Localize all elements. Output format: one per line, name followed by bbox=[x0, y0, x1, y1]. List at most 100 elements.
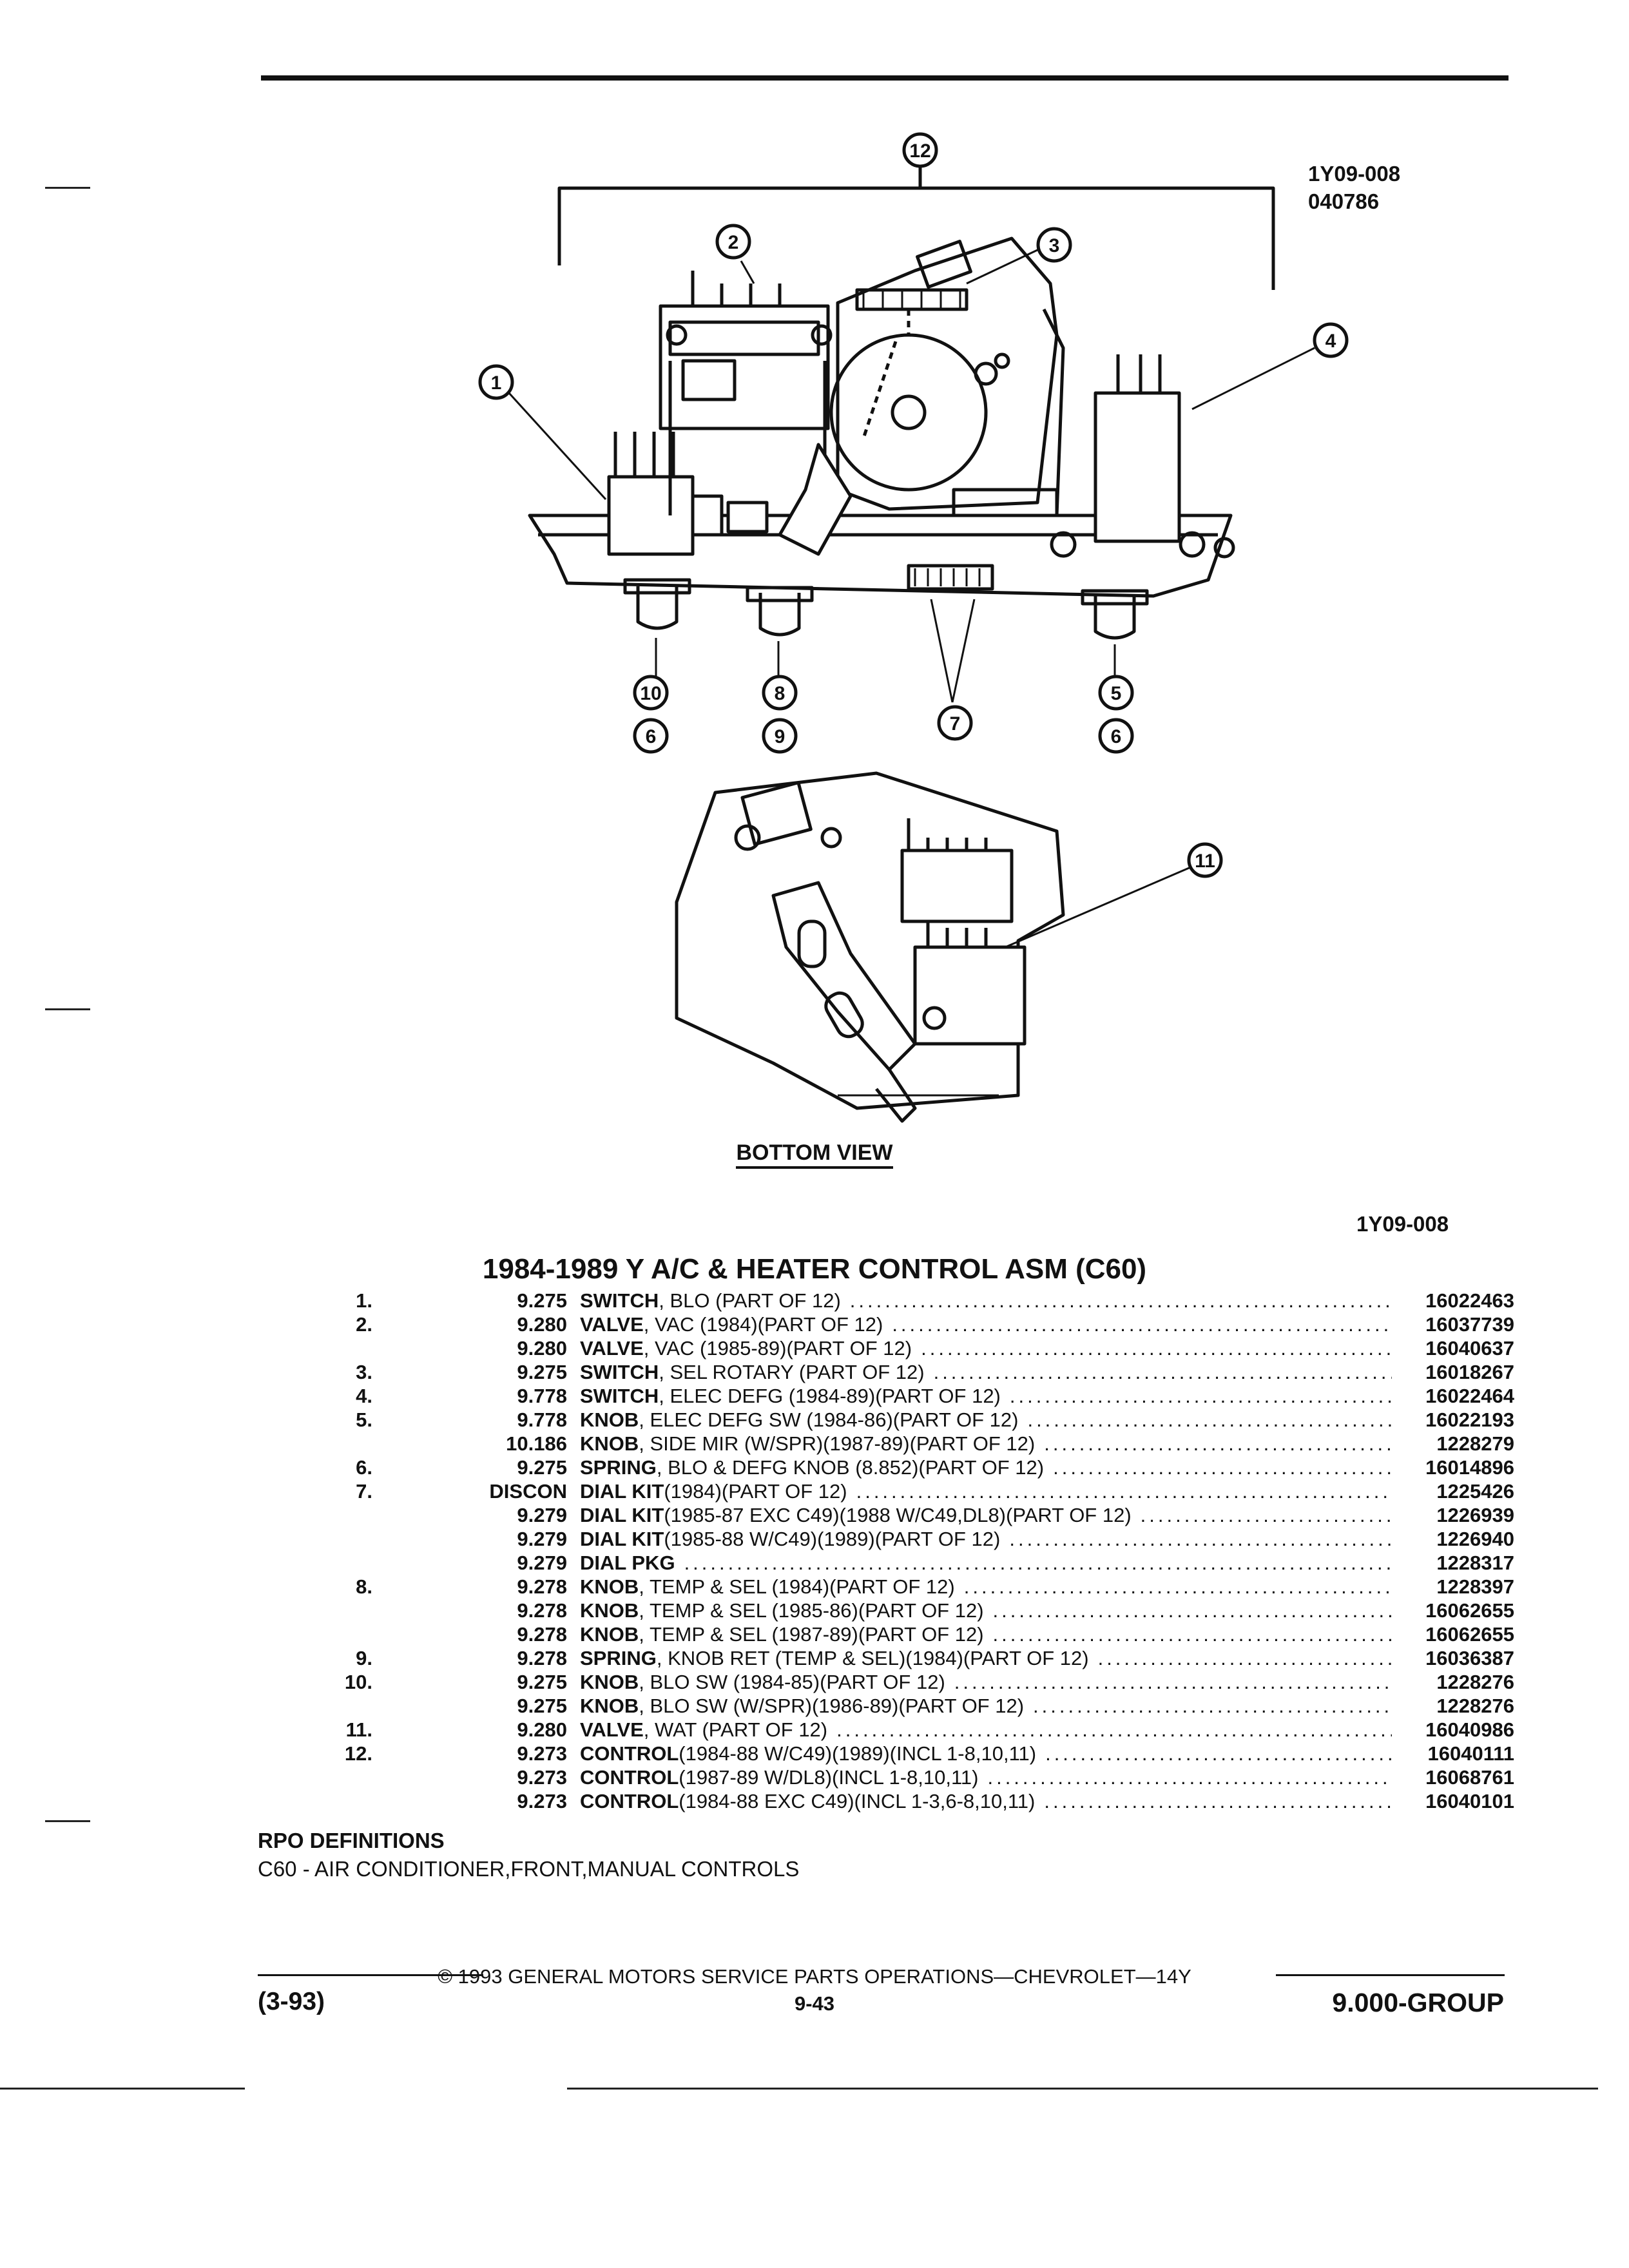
part-name: KNOB bbox=[580, 1408, 639, 1431]
part-row: 9.278 KNOB, TEMP & SEL (1985-86)(PART OF … bbox=[258, 1599, 1514, 1622]
callout-8: 8 bbox=[775, 683, 786, 704]
part-number: 16062655 bbox=[1425, 1623, 1514, 1646]
dot-leader bbox=[1018, 1408, 1392, 1432]
callout-2: 2 bbox=[728, 232, 739, 253]
part-description: KNOB, TEMP & SEL (1987-89)(PART OF 12) bbox=[580, 1622, 1392, 1646]
part-description: CONTROL (1987-89 W/DL8)(INCL 1-8,10,11) bbox=[580, 1765, 1392, 1789]
part-detail: (1984-88 W/C49)(1989)(INCL 1-8,10,11) bbox=[679, 1742, 1037, 1765]
rpo-title: RPO DEFINITIONS bbox=[258, 1829, 445, 1852]
part-description: VALVE, VAC (1985-89)(PART OF 12) bbox=[580, 1336, 1392, 1360]
part-group-number: 9.278 bbox=[517, 1599, 567, 1622]
footer-rule-left bbox=[258, 1974, 483, 1976]
part-number: 1228317 bbox=[1436, 1552, 1514, 1574]
part-name: SPRING bbox=[580, 1647, 657, 1669]
callout-9: 9 bbox=[775, 726, 786, 747]
part-group-number: 9.273 bbox=[517, 1790, 567, 1812]
part-name: KNOB bbox=[580, 1575, 639, 1598]
part-detail: , BLO & DEFG KNOB (8.852)(PART OF 12) bbox=[656, 1456, 1045, 1479]
part-name: SWITCH bbox=[580, 1361, 659, 1383]
margin-mark bbox=[45, 187, 90, 189]
part-group-number: 9.280 bbox=[517, 1718, 567, 1741]
part-name: KNOB bbox=[580, 1671, 639, 1693]
callout-1: 1 bbox=[491, 372, 502, 394]
part-detail: , SEL ROTARY (PART OF 12) bbox=[659, 1361, 925, 1383]
part-name: KNOB bbox=[580, 1432, 639, 1455]
part-number: 1226940 bbox=[1436, 1528, 1514, 1550]
part-item-number: 1. bbox=[356, 1289, 372, 1312]
part-group-number: 10.186 bbox=[506, 1432, 567, 1455]
part-name: KNOB bbox=[580, 1695, 639, 1717]
part-detail: (1984)(PART OF 12) bbox=[664, 1480, 847, 1503]
part-item-number: 11. bbox=[345, 1718, 372, 1741]
part-detail: , SIDE MIR (W/SPR)(1987-89)(PART OF 12) bbox=[639, 1432, 1036, 1455]
part-detail: , VAC (1985-89)(PART OF 12) bbox=[643, 1337, 912, 1360]
page-title: 1984-1989 Y A/C & HEATER CONTROL ASM (C6… bbox=[482, 1253, 1147, 1285]
part-group-number: 9.778 bbox=[517, 1408, 567, 1431]
margin-mark bbox=[45, 1008, 90, 1010]
part-description: SPRING, KNOB RET (TEMP & SEL)(1984)(PART… bbox=[580, 1646, 1392, 1670]
footer-date: (3-93) bbox=[258, 1988, 325, 2015]
part-detail: , BLO SW (W/SPR)(1986-89)(PART OF 12) bbox=[639, 1695, 1025, 1717]
part-item-number: 4. bbox=[356, 1385, 372, 1407]
part-description: DIAL KIT (1985-87 EXC C49)(1988 W/C49,DL… bbox=[580, 1503, 1392, 1527]
part-number: 16040111 bbox=[1427, 1742, 1514, 1765]
control-assembly-diagram: 12 2 3 4 1 10 6 8 9 7 5 6 11 bbox=[478, 132, 1349, 1123]
part-name: SPRING bbox=[580, 1456, 657, 1479]
part-item-number: 2. bbox=[356, 1313, 372, 1336]
part-number: 1228276 bbox=[1436, 1695, 1514, 1717]
part-number: 16036387 bbox=[1425, 1647, 1514, 1669]
part-number: 16018267 bbox=[1425, 1361, 1514, 1383]
dot-leader bbox=[847, 1479, 1392, 1503]
bottom-view-label-wrap: BOTTOM VIEW bbox=[0, 1140, 1629, 1169]
part-row: 12. 9.273 CONTROL (1984-88 W/C49)(1989)(IN… bbox=[258, 1742, 1514, 1765]
part-number: 16040101 bbox=[1425, 1790, 1514, 1812]
dot-leader bbox=[1035, 1789, 1392, 1813]
footer-page-number: 9-43 bbox=[794, 1992, 835, 2015]
dot-leader bbox=[978, 1765, 1392, 1789]
dot-leader bbox=[1001, 1384, 1392, 1408]
part-group-number: 9.273 bbox=[517, 1742, 567, 1765]
part-description: DIAL KIT (1985-88 W/C49)(1989)(PART OF 1… bbox=[580, 1527, 1392, 1551]
part-number: 16022193 bbox=[1425, 1408, 1514, 1431]
scan-artifact-line bbox=[0, 2088, 245, 2090]
part-number: 16068761 bbox=[1425, 1766, 1514, 1789]
part-number: 1228279 bbox=[1436, 1432, 1514, 1455]
part-name: DIAL KIT bbox=[580, 1504, 664, 1526]
dot-leader bbox=[1089, 1646, 1392, 1670]
callout-5: 5 bbox=[1111, 683, 1122, 704]
part-item-number: 10. bbox=[344, 1671, 372, 1693]
part-name: DIAL KIT bbox=[580, 1480, 664, 1503]
part-description: SWITCH, ELEC DEFG (1984-89)(PART OF 12) bbox=[580, 1384, 1392, 1408]
dot-leader bbox=[675, 1551, 1392, 1575]
dot-leader bbox=[1035, 1432, 1392, 1456]
part-description: KNOB, TEMP & SEL (1985-86)(PART OF 12) bbox=[580, 1599, 1392, 1622]
part-name: SWITCH bbox=[580, 1289, 659, 1312]
figure-ref-date: 040786 bbox=[1308, 189, 1380, 213]
part-number: 1228276 bbox=[1436, 1671, 1514, 1693]
part-detail: (1984-88 EXC C49)(INCL 1-3,6-8,10,11) bbox=[679, 1790, 1036, 1812]
part-name: CONTROL bbox=[580, 1742, 679, 1765]
dot-leader bbox=[1024, 1694, 1392, 1718]
part-group-number: 9.275 bbox=[517, 1361, 567, 1383]
part-group-number: 9.280 bbox=[517, 1313, 567, 1336]
part-detail: , BLO SW (1984-85)(PART OF 12) bbox=[639, 1671, 945, 1693]
part-description: VALVE, WAT (PART OF 12) bbox=[580, 1718, 1392, 1742]
part-group-number: 9.275 bbox=[517, 1456, 567, 1479]
dot-leader bbox=[1132, 1503, 1392, 1527]
part-item-number: 12. bbox=[344, 1742, 372, 1765]
part-detail: (1985-88 W/C49)(1989)(PART OF 12) bbox=[664, 1528, 1001, 1550]
part-number: 1226939 bbox=[1436, 1504, 1514, 1526]
dot-leader bbox=[827, 1718, 1392, 1742]
part-detail: , KNOB RET (TEMP & SEL)(1984)(PART OF 12… bbox=[656, 1647, 1089, 1669]
part-detail: , WAT (PART OF 12) bbox=[643, 1718, 828, 1741]
part-number: 1225426 bbox=[1436, 1480, 1514, 1503]
callout-12: 12 bbox=[909, 140, 930, 162]
callout-4: 4 bbox=[1325, 331, 1336, 352]
